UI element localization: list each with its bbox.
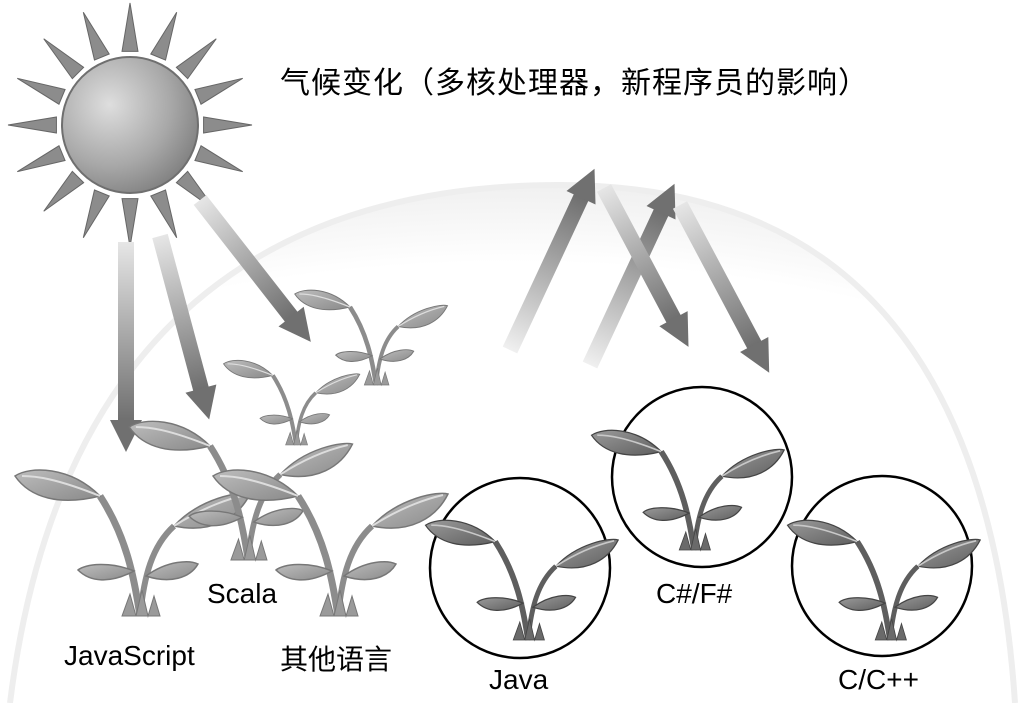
sunlight-arrows <box>110 195 311 452</box>
sun-ray <box>43 170 85 212</box>
sun-ray <box>150 189 178 238</box>
sun-ray <box>194 145 243 173</box>
java-circle <box>428 476 612 660</box>
sun-icon <box>7 2 253 248</box>
sun-ray <box>43 38 85 80</box>
reflection-arrows <box>502 168 770 373</box>
label-csharp-fsharp: C#/F# <box>656 578 733 609</box>
sun-ray <box>150 12 178 61</box>
atmosphere-dome <box>7 181 1018 703</box>
csharp-circle <box>610 385 794 569</box>
sun-ray <box>82 12 110 61</box>
sun-ray <box>203 116 253 134</box>
label-other-languages: 其他语言 <box>280 644 393 675</box>
sun-ray <box>7 116 57 134</box>
sun-ray <box>194 77 243 105</box>
label-javascript: JavaScript <box>64 640 195 671</box>
label-cpp: C/C++ <box>838 664 919 695</box>
sun-ray <box>175 38 217 80</box>
sun-ray <box>17 145 66 173</box>
cpp-circle <box>790 474 974 658</box>
sun-ray <box>17 77 66 105</box>
sun-ray <box>121 198 139 248</box>
sun-ray <box>121 2 139 52</box>
label-scala: Scala <box>207 578 278 609</box>
sun-ray <box>82 189 110 238</box>
label-java: Java <box>489 664 549 695</box>
diagram-title: 气候变化（多核处理器，新程序员的影响） <box>280 66 869 101</box>
